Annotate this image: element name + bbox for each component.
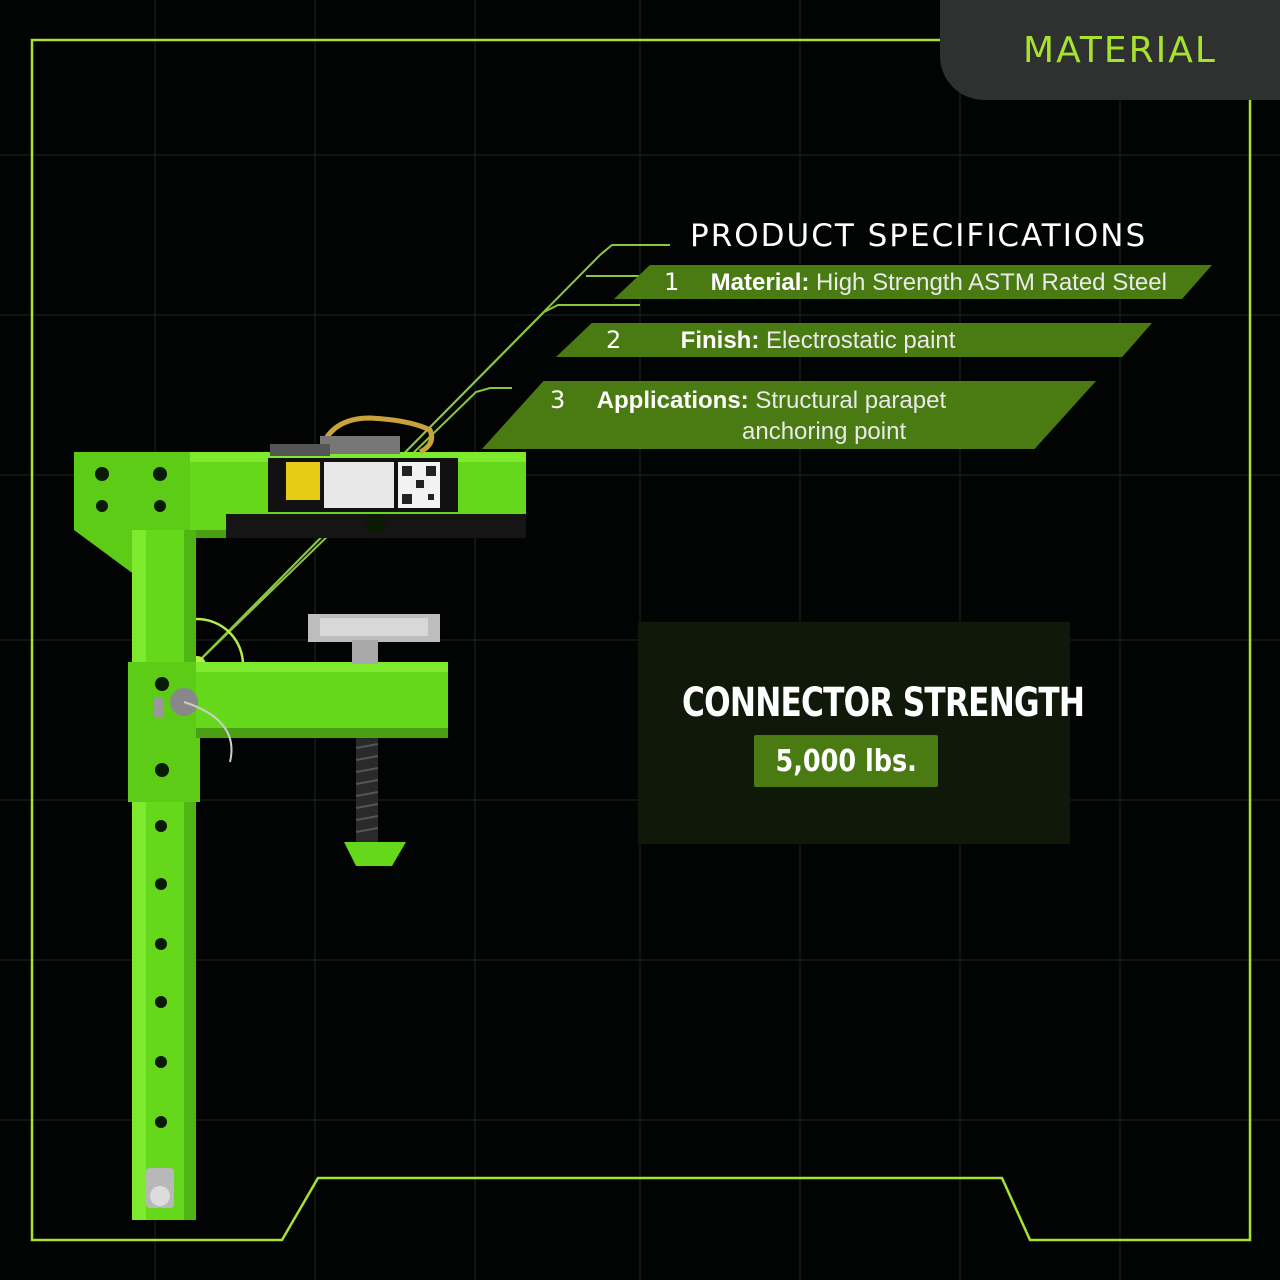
connector-panel	[638, 622, 1070, 844]
spec-value-line2: anchoring point	[742, 418, 907, 445]
tab-label: MATERIAL	[1023, 29, 1217, 71]
spec-key: Finish:	[680, 327, 760, 354]
connector-strength-badge: 5,000 lbs.	[754, 735, 938, 787]
specs-title: PRODUCT SPECIFICATIONS	[690, 218, 1148, 254]
spec-key: Applications:	[596, 387, 749, 414]
spec-bar-applications	[482, 381, 1096, 449]
spec-number: 2	[606, 326, 622, 354]
spec-number: 3	[550, 386, 566, 414]
spec-bar-finish	[556, 323, 1152, 357]
spec-item-applications-line2: anchoring point	[742, 418, 906, 446]
spec-value: Electrostatic paint	[766, 327, 956, 354]
material-tab: MATERIAL	[940, 0, 1280, 100]
spec-item-material: 1 Material: High Strength ASTM Rated Ste…	[664, 268, 1167, 297]
spec-number: 1	[664, 268, 680, 296]
connector-strength-value: 5,000 lbs.	[775, 743, 917, 779]
spec-item-applications: 3 Applications: Structural parapet	[550, 386, 946, 415]
spec-item-finish: 2 Finish: Electrostatic paint	[606, 326, 955, 355]
spec-value: Structural parapet	[755, 387, 947, 414]
spec-bar-material	[614, 265, 1212, 299]
spec-value: High Strength ASTM Rated Steel	[816, 269, 1167, 296]
spec-key: Material:	[710, 269, 810, 296]
connector-title: CONNECTOR STRENGTH	[682, 680, 1085, 726]
